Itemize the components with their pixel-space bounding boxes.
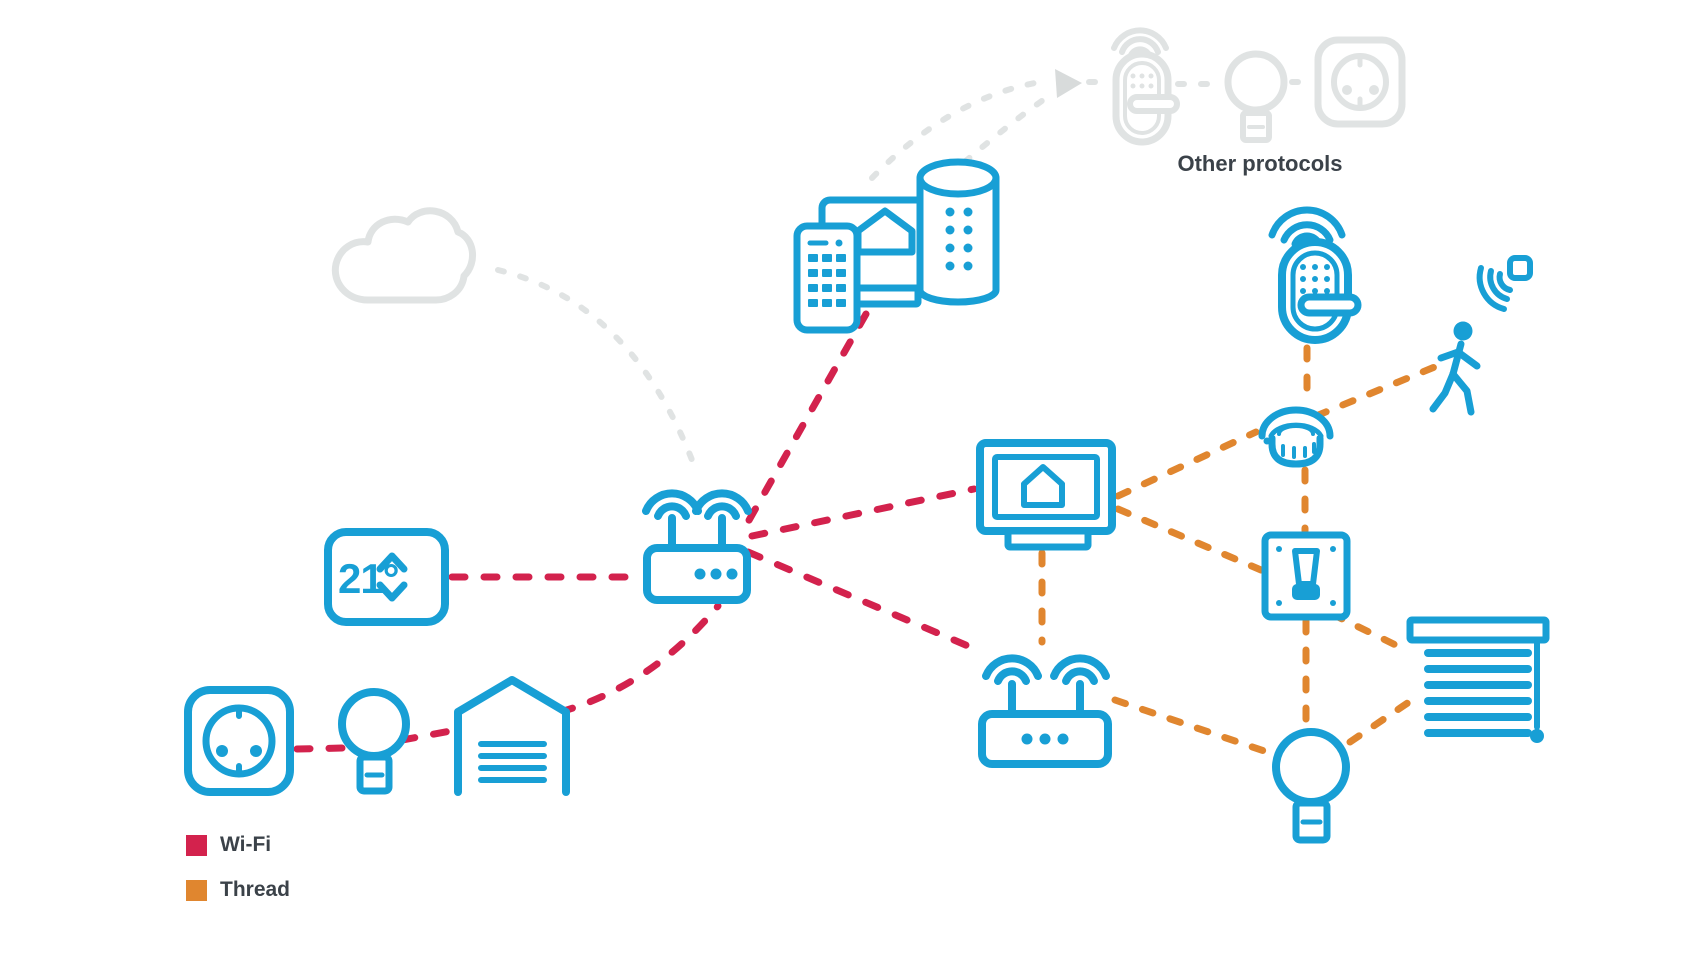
legend-row-thread: Thread [186,878,291,901]
door-lock-icon [1268,206,1362,344]
wifi-router-icon [642,489,752,604]
house-icon [1021,464,1065,508]
smart-plug-icon [184,686,294,796]
thread-legend-label: Thread [220,878,291,901]
borderrouter-bulb-link [1111,696,1274,757]
wifi-signal-icon [654,502,690,520]
legend: Wi-Fi Thread [186,833,291,924]
other-protocols-arrow-icon [1055,69,1082,98]
bulb-blinds-link [1346,696,1416,746]
legend-row-wifi: Wi-Fi [186,833,290,856]
plug-bulb-link [293,744,348,753]
wifi-signal-icon [994,667,1030,685]
smart-tv-icon [976,439,1116,551]
cloud-icon [331,207,476,304]
switch-blinds-link [1328,610,1414,656]
router-mobile-link [744,310,870,526]
motion-sensor-icon [1429,255,1533,416]
smoke-detector-icon [1258,406,1334,468]
light-bulb-right-icon [1272,728,1350,844]
other-light-bulb-icon [1224,50,1288,143]
window-blinds-icon [1406,616,1550,743]
hub-to-other-protocols-link-1 [869,79,1043,181]
smoke-motion-link [1312,362,1441,420]
other-smart-plug-icon [1314,36,1406,128]
thread-links [1038,344,1441,757]
router-borderrouter-link [744,548,972,650]
person-icon [1453,321,1473,341]
cloud-to-router-link [495,267,695,463]
light-bulb-left-icon [338,688,410,795]
tv-smoke-link [1114,428,1260,500]
chevron-up-icon [376,552,408,573]
wifi-legend-label: Wi-Fi [220,833,272,856]
smart-speaker-icon [916,158,1000,306]
wifi-links [293,310,978,753]
tv-switch-link [1114,505,1265,574]
light-switch-icon [1261,531,1351,621]
garage-door-icon [454,676,570,796]
thread-swatch-icon [186,879,207,901]
wifi-swatch-icon [186,834,207,856]
chevron-down-icon [376,581,408,602]
router-tv-link [748,485,978,540]
bulb-garage-link [398,726,460,744]
smartphone-icon [793,222,861,334]
border-router-icon [978,654,1112,768]
signal-waves-icon [1496,271,1513,293]
thermostat-icon: 21° [324,528,449,626]
garage-router-link [556,602,722,716]
other-door-lock-icon [1111,27,1180,146]
other-protocols-label: Other protocols [1177,151,1342,176]
